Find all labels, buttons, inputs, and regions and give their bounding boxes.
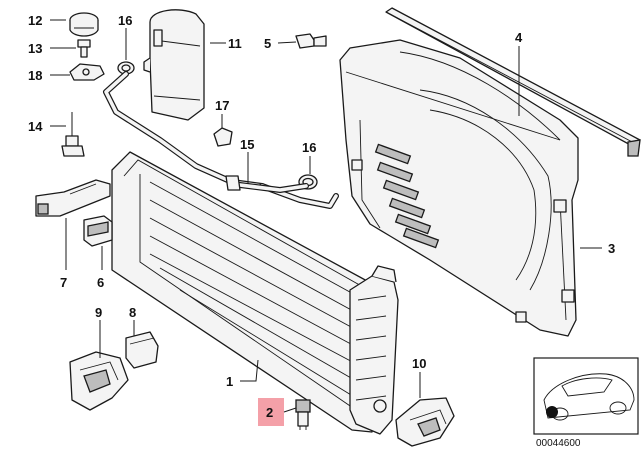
part-7-bracket xyxy=(35,179,111,217)
callout-13: 13 xyxy=(28,41,42,56)
part-11-expansion-tank xyxy=(143,9,205,121)
location-marker xyxy=(546,406,558,418)
part-1-radiator xyxy=(111,151,399,435)
callout-18: 18 xyxy=(28,68,42,83)
part-9-air-duct xyxy=(69,351,129,411)
part-10-lower-duct xyxy=(395,397,455,447)
callout-4: 4 xyxy=(515,30,523,45)
part-2-sensor xyxy=(295,399,311,430)
callout-9: 9 xyxy=(95,305,102,320)
part-18-bracket xyxy=(69,63,105,81)
callout-1: 1 xyxy=(226,374,233,389)
part-5-plug xyxy=(295,33,327,49)
callout-11: 11 xyxy=(228,36,242,51)
callout-17: 17 xyxy=(215,98,229,113)
leader-lines xyxy=(50,19,602,413)
callout-16-top: 16 xyxy=(118,13,132,28)
callout-6: 6 xyxy=(97,275,104,290)
callout-10: 10 xyxy=(412,356,426,371)
part-8-bush xyxy=(125,331,159,369)
part-4-rubber-strip xyxy=(385,7,641,157)
car-location-inset: 00044600 xyxy=(533,357,639,449)
callout-7: 7 xyxy=(60,275,67,290)
part-14-level-sensor xyxy=(61,112,85,157)
callout-8: 8 xyxy=(129,305,136,320)
callout-14: 14 xyxy=(28,119,43,134)
callout-2: 2 xyxy=(266,405,273,420)
reference-number: 00044600 xyxy=(536,438,581,449)
part-6-mount xyxy=(83,215,113,247)
callouts: 12 13 18 16 11 5 4 14 17 15 16 3 7 6 9 8… xyxy=(28,13,615,420)
callout-3: 3 xyxy=(608,241,615,256)
callout-12: 12 xyxy=(28,13,42,28)
part-15-hoses xyxy=(103,71,339,209)
callout-15: 15 xyxy=(240,137,254,152)
part-13-bolt xyxy=(77,39,91,58)
callout-2-highlight xyxy=(258,398,284,426)
callout-16-right: 16 xyxy=(302,140,316,155)
part-17-clip xyxy=(213,127,233,147)
part-12-cap xyxy=(69,12,99,37)
callout-5: 5 xyxy=(264,36,271,51)
